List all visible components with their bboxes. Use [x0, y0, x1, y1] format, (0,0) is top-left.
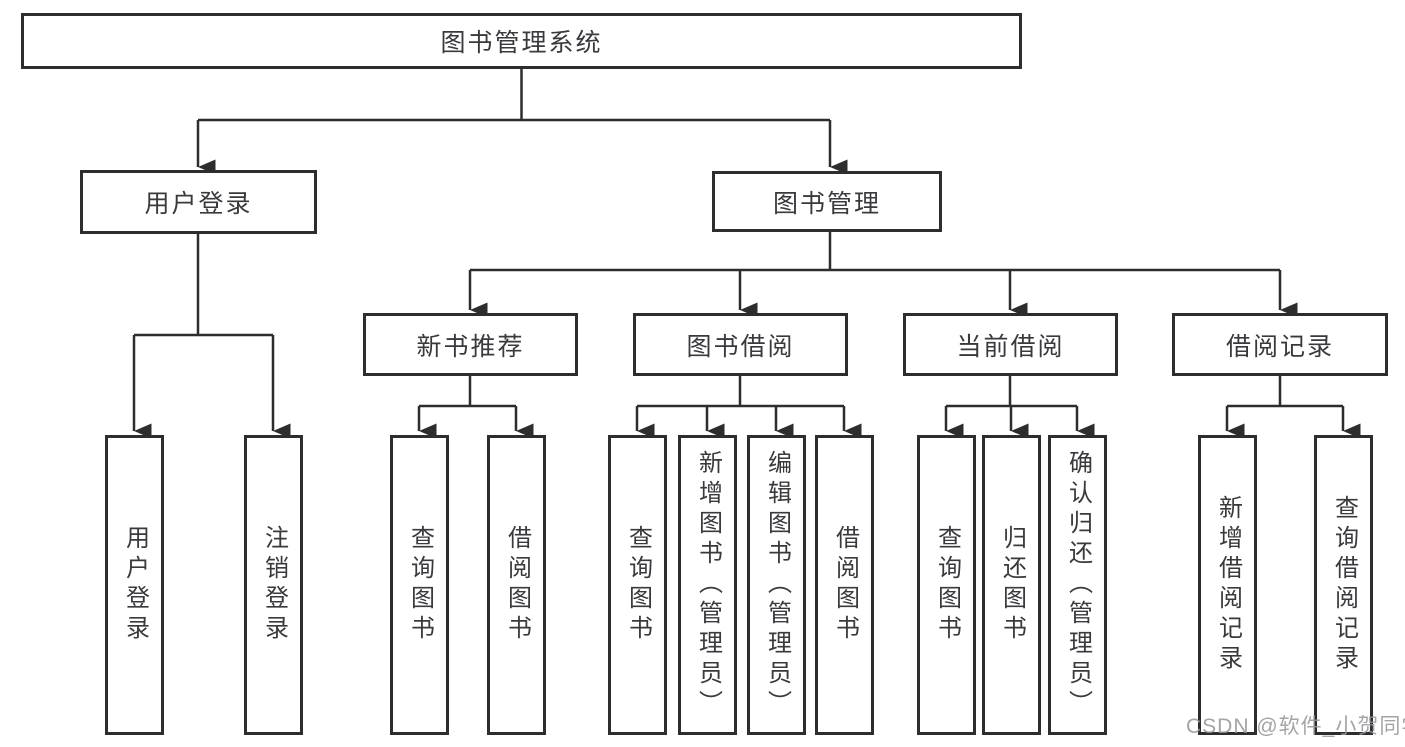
leaf-logout: 注销登录 — [244, 435, 303, 735]
leaf-query-books-recommend: 查询图书 — [390, 435, 449, 735]
leaf-add-books-admin: 新增图书（管理员） — [678, 435, 737, 735]
leaf-confirm-return-admin: 确认归还（管理员） — [1048, 435, 1107, 735]
node-new-book-recommendation: 新书推荐 — [363, 313, 578, 376]
leaf-query-books-borrow: 查询图书 — [608, 435, 667, 735]
leaf-borrow-books: 借阅图书 — [815, 435, 874, 735]
csdn-watermark: CSDN @软件_小贺同学 — [1186, 715, 1405, 738]
leaf-user-login: 用户登录 — [105, 435, 164, 735]
node-current-borrowing: 当前借阅 — [903, 313, 1118, 376]
leaf-edit-books-admin: 编辑图书（管理员） — [747, 435, 806, 735]
leaf-borrow-books-recommend: 借阅图书 — [487, 435, 546, 735]
node-user-login-branch: 用户登录 — [80, 170, 317, 234]
node-library-system-root: 图书管理系统 — [21, 13, 1022, 69]
leaf-add-borrow-record: 新增借阅记录 — [1198, 435, 1257, 735]
node-book-borrowing: 图书借阅 — [633, 313, 848, 376]
node-borrowing-records: 借阅记录 — [1172, 313, 1388, 376]
node-book-management-branch: 图书管理 — [712, 171, 942, 232]
leaf-query-borrow-record: 查询借阅记录 — [1314, 435, 1373, 735]
leaf-return-books: 归还图书 — [982, 435, 1041, 735]
leaf-query-books-current: 查询图书 — [917, 435, 976, 735]
